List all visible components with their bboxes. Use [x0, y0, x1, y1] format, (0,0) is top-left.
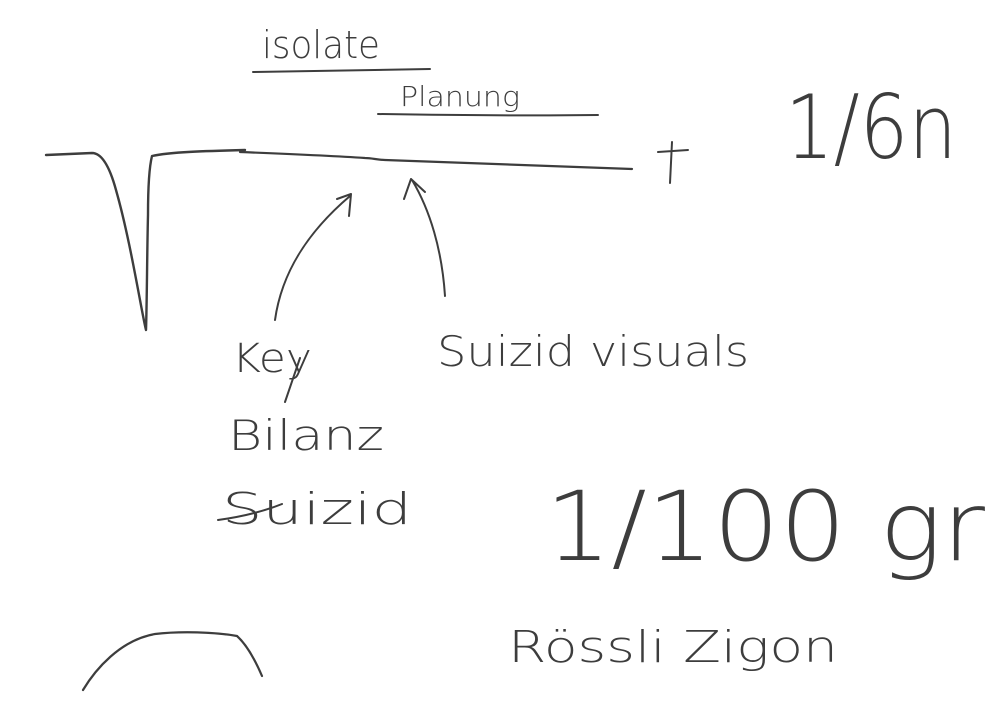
radical-sign	[44, 148, 247, 332]
planung-underline	[377, 113, 599, 117]
label-suizid-visuals: Suizid visuals	[437, 327, 749, 376]
label-fraction-bottom: 1/100 gr	[545, 471, 986, 583]
suizid-left-stroke	[217, 503, 283, 521]
plus-sign	[657, 141, 689, 184]
label-fraction-top: 1/6n	[785, 76, 957, 179]
arrow-suizid-visuals	[403, 178, 446, 297]
label-bilanz: Bilanz	[228, 411, 384, 460]
label-suizid-left: Suizid	[222, 484, 412, 535]
arrow-key	[274, 193, 352, 321]
label-isolate: isolate	[262, 23, 380, 67]
label-roessli: Rössli Zigon	[508, 622, 838, 673]
isolate-underline	[252, 68, 431, 73]
hill-curve	[81, 631, 264, 692]
key-connector	[284, 357, 301, 403]
label-planung: Planung	[400, 80, 520, 113]
label-key: Key	[232, 336, 312, 382]
radical-overline	[238, 150, 634, 171]
